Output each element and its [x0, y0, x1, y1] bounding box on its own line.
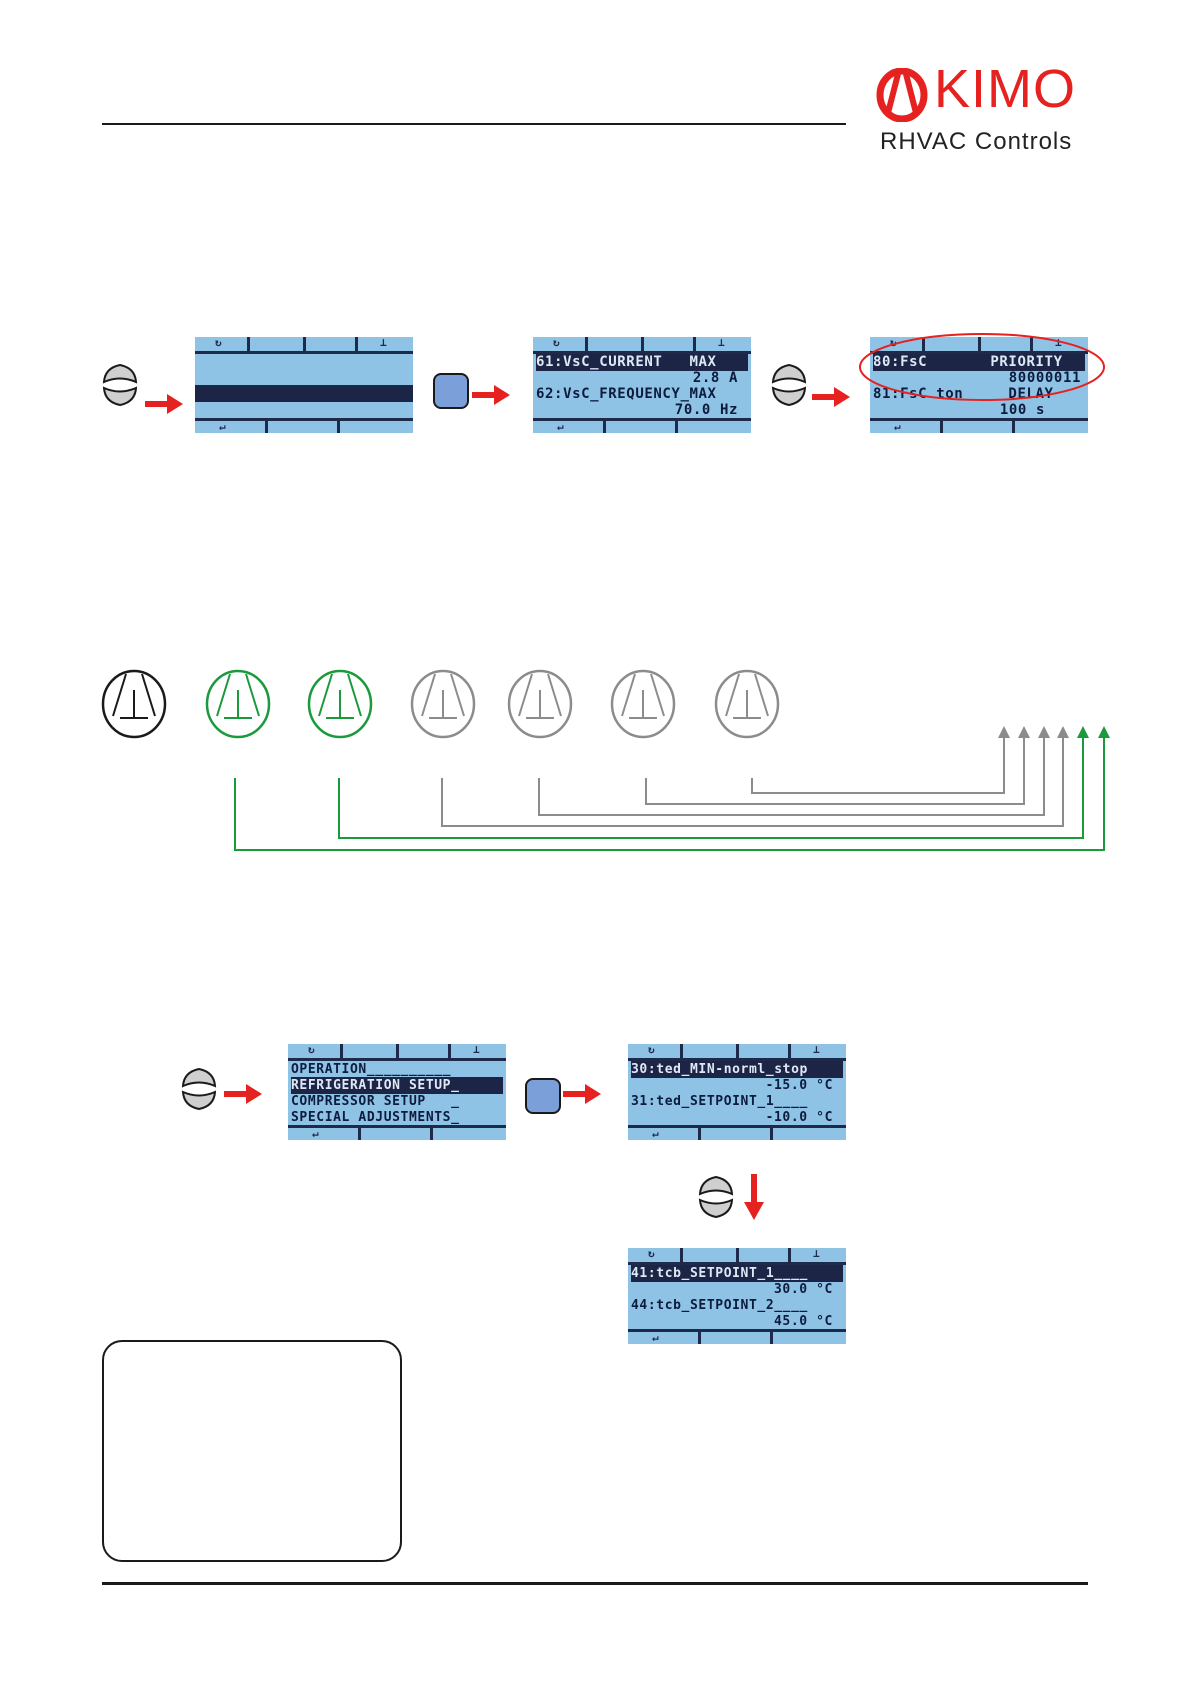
lcd-row-highlighted: 30:ted_MIN-norml_stop — [631, 1061, 843, 1078]
lcd-row-highlighted: 61:VsC_CURRENT MAX — [536, 354, 748, 371]
up-down-key[interactable] — [770, 362, 810, 408]
compressor-icon — [410, 669, 476, 739]
lcd-compressor-icon: ⊥ — [813, 1248, 820, 1260]
lcd-row-value: 80000011 — [1008, 370, 1081, 386]
compressor-icon — [714, 669, 780, 739]
compressor-sequence-diagram — [101, 669, 1110, 851]
menu-item-refrigeration-setup[interactable]: REFRIGERATION SETUP_ — [291, 1077, 503, 1094]
lcd-screen-menu-empty: ↻ ⊥ ↵ — [195, 337, 413, 433]
lcd-back-icon: ↻ — [553, 337, 560, 349]
compressor-icon — [205, 669, 271, 739]
compressor-icon — [507, 669, 573, 739]
lcd-screen-tcb: ↻ ⊥ 41:tcb_SETPOINT_1____ 30.0 °C 44:tcb_… — [628, 1248, 846, 1344]
lcd-row-value: 45.0 °C — [774, 1314, 833, 1329]
lcd-screen-vsc: ↻ ⊥ 61:VsC_CURRENT MAX 2.8 A 62:VsC_FREQU… — [533, 337, 751, 433]
lcd-row: 62:VsC_FREQUENCY_MAX — [536, 386, 717, 402]
footer-rule — [102, 1582, 1088, 1585]
lcd-compressor-icon: ⊥ — [813, 1044, 820, 1056]
brand-name: KIMO — [934, 59, 1077, 119]
lcd-compressor-icon: ⊥ — [1055, 337, 1062, 349]
lcd-screen-fsc: ↻ ⊥ 80:FsC PRIORITY 80000011 81:FsC ton D… — [870, 337, 1088, 433]
lcd-row-value: 30.0 °C — [774, 1282, 833, 1297]
lcd-back-icon: ↻ — [890, 337, 897, 349]
lcd-enter-icon: ↵ — [312, 1127, 319, 1140]
sequence-line — [538, 736, 1045, 816]
header-rule — [102, 123, 846, 125]
lcd-screen-ted: ↻ ⊥ 30:ted_MIN-norml_stop -15.0 °C 31:ted… — [628, 1044, 846, 1140]
lcd-row-highlighted: 80:FsC PRIORITY — [873, 354, 1085, 371]
lcd-enter-icon: ↵ — [557, 420, 564, 433]
lcd-enter-icon: ↵ — [652, 1331, 659, 1344]
lcd-row-value: 100 s — [999, 402, 1045, 418]
arrow-right-icon — [224, 1084, 262, 1104]
lcd-row: 31:ted_SETPOINT_1____ — [631, 1094, 808, 1109]
menu-item-compressor-setup[interactable]: COMPRESSOR SETUP _ — [291, 1094, 460, 1109]
lcd-back-icon: ↻ — [648, 1248, 655, 1260]
lcd-screen-main-menu: ↻ ⊥ OPERATION__________ REFRIGERATION SET… — [288, 1044, 506, 1140]
arrowheads — [998, 726, 1110, 738]
lcd-row-value: -10.0 °C — [765, 1110, 833, 1125]
lcd-row-highlighted: 41:tcb_SETPOINT_1____ — [631, 1265, 843, 1282]
menu-item-operation[interactable]: OPERATION__________ — [291, 1062, 452, 1077]
compressor-icon — [610, 669, 676, 739]
sequence-line — [441, 736, 1064, 827]
up-down-key[interactable] — [101, 362, 141, 408]
up-down-key[interactable] — [180, 1066, 220, 1112]
lcd-back-icon: ↻ — [648, 1044, 655, 1056]
kimo-logo-icon — [876, 68, 928, 122]
lcd-enter-icon: ↵ — [894, 420, 901, 433]
brand-tagline: RHVAC Controls — [880, 128, 1073, 155]
lcd-back-icon: ↻ — [308, 1044, 315, 1056]
compressor-icon — [101, 669, 167, 739]
arrow-down-icon — [744, 1174, 764, 1220]
arrow-right-icon — [563, 1084, 601, 1104]
sequence-line — [645, 736, 1025, 805]
sequence-line — [234, 736, 1105, 851]
sequence-line — [751, 736, 1005, 794]
up-down-key[interactable] — [697, 1174, 737, 1220]
lcd-back-icon: ↻ — [215, 337, 222, 349]
compressor-icon — [307, 669, 373, 739]
note-box — [102, 1340, 402, 1562]
lcd-enter-icon: ↵ — [219, 420, 226, 433]
arrow-right-icon — [812, 387, 850, 407]
enter-button[interactable] — [433, 373, 469, 409]
sequence-line — [338, 736, 1084, 839]
lcd-enter-icon: ↵ — [652, 1127, 659, 1140]
lcd-row-value: 70.0 Hz — [674, 402, 738, 418]
priority-highlight-ellipse — [859, 333, 1105, 401]
lcd-row — [198, 356, 410, 373]
lcd-row-value: 2.8 A — [692, 370, 738, 386]
enter-button[interactable] — [525, 1078, 561, 1114]
lcd-row: 81:FsC ton DELAY — [873, 386, 1054, 402]
arrow-right-icon — [472, 385, 510, 405]
lcd-compressor-icon: ⊥ — [473, 1044, 480, 1056]
lcd-compressor-icon: ⊥ — [718, 337, 725, 349]
lcd-compressor-icon: ⊥ — [380, 337, 387, 349]
lcd-row: 44:tcb_SETPOINT_2____ — [631, 1298, 808, 1313]
lcd-selection-bar — [195, 385, 413, 402]
lcd-row-value: -15.0 °C — [765, 1078, 833, 1093]
arrow-right-icon — [145, 394, 183, 414]
brand-logo: KIMO — [876, 62, 1092, 156]
menu-item-special-adjustments[interactable]: SPECIAL ADJUSTMENTS_ — [291, 1110, 460, 1125]
